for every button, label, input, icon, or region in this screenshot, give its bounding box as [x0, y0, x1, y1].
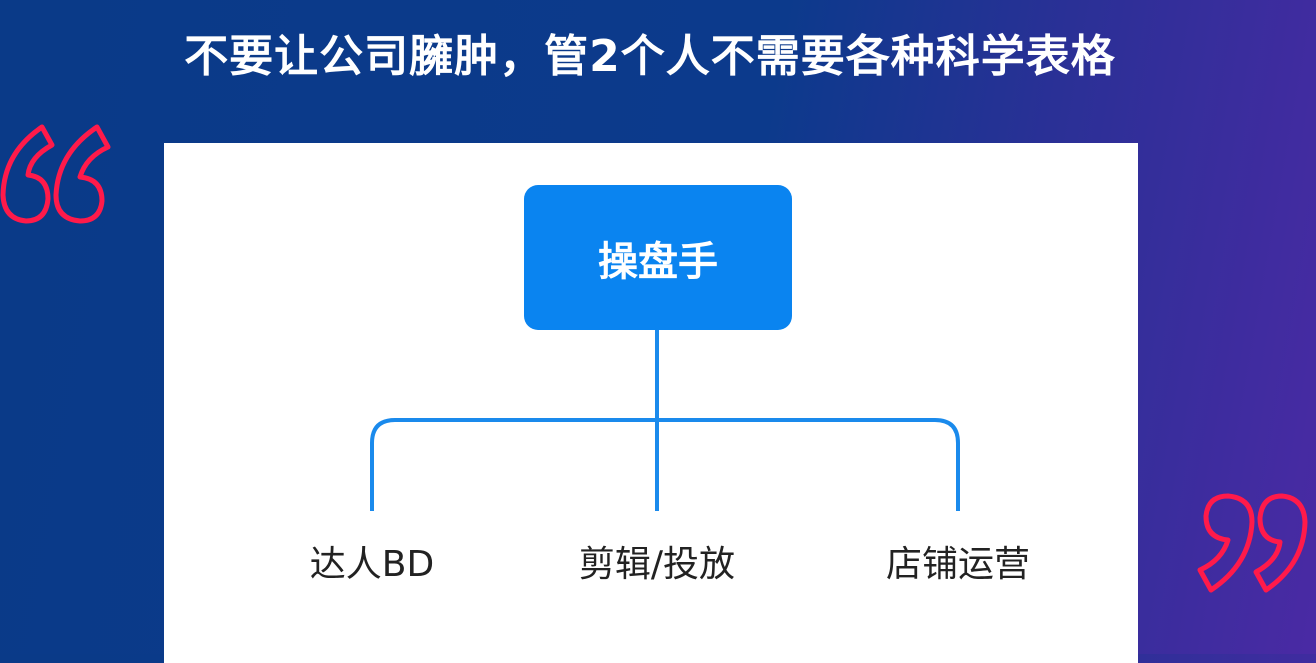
open-quote-icon: [0, 124, 111, 224]
connector-lines: [370, 330, 960, 511]
child-node-talent-bd: 达人BD: [309, 544, 435, 585]
child-node-store-ops: 店铺运营: [885, 544, 1030, 585]
root-node: 操盘手: [524, 185, 792, 330]
org-chart-panel: 操盘手 达人BD 剪辑/投放 店铺运营: [164, 143, 1138, 663]
child-node-editing-ads: 剪辑/投放: [578, 544, 736, 585]
connector-horizontal: [370, 418, 960, 511]
close-quote-icon: [1197, 493, 1308, 593]
page-title: 不要让公司臃肿，管2个人不需要各种科学表格: [184, 31, 1116, 82]
